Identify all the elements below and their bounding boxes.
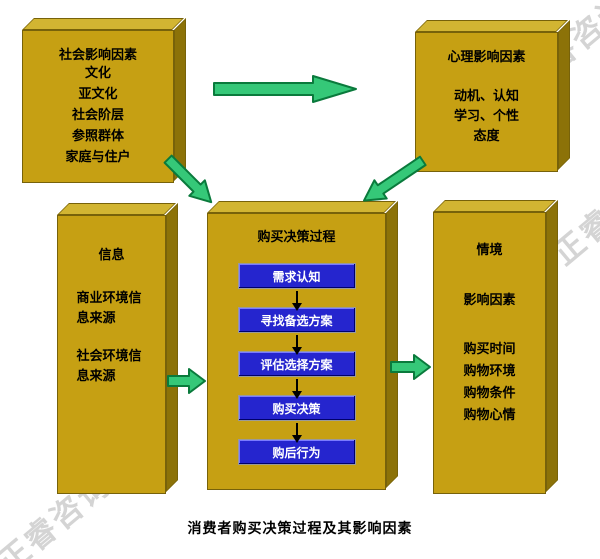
process-step-purchase-decision: 购买决策 <box>237 395 356 421</box>
information-item: 社会环境信息来源 <box>76 349 142 384</box>
arrow-psych-to-process-icon <box>362 155 427 202</box>
process-step-evaluate-alternatives: 评估选择方案 <box>237 351 356 377</box>
situation-item: 购买时间 <box>463 342 516 357</box>
process-step-postpurchase-behavior: 购后行为 <box>237 439 356 465</box>
down-arrow-icon <box>291 379 302 399</box>
down-arrow-icon <box>291 335 302 355</box>
psychological-factor-item: 学习、个性 <box>453 109 519 124</box>
situation-title: 情境 <box>476 243 503 258</box>
information-title: 信息 <box>98 248 125 263</box>
arrow-social-to-psych-icon <box>213 75 357 103</box>
situation-subtitle: 影响因素 <box>463 293 516 308</box>
arrow-process-to-situation-icon <box>390 354 431 380</box>
psychological-factor-item: 动机、认知 <box>453 89 519 104</box>
social-factor-item: 社会阶层 <box>71 108 124 123</box>
down-arrow-icon <box>291 291 302 311</box>
situation-item: 购物心情 <box>463 408 516 423</box>
social-factor-item: 文化 <box>84 66 111 81</box>
psychological-factor-item: 态度 <box>473 129 500 144</box>
down-arrow-icon <box>291 423 302 443</box>
information-item: 商业环境信息来源 <box>76 291 142 326</box>
diagram-caption: 消费者购买决策过程及其影响因素 <box>187 521 413 537</box>
decision-process-box: 购买决策过程 需求认知 寻找备选方案 评估选择方案 购买决策 购后行为 <box>207 213 386 490</box>
situation-box: 情境 影响因素 购买时间 购物环境 购物条件 购物心情 <box>433 212 546 494</box>
psychological-factors-title: 心理影响因素 <box>447 50 526 65</box>
process-step-need-recognition: 需求认知 <box>237 263 356 289</box>
social-factor-item: 参照群体 <box>71 129 124 144</box>
social-factors-title: 社会影响因素 <box>58 48 137 63</box>
social-factor-item: 家庭与住户 <box>65 150 131 165</box>
arrow-info-to-process-icon <box>167 368 206 394</box>
social-factors-box: 社会影响因素 文化 亚文化 社会阶层 参照群体 家庭与住户 <box>22 30 174 183</box>
arrow-social-to-process-icon <box>163 154 213 204</box>
decision-process-title: 购买决策过程 <box>257 230 336 245</box>
social-factor-item: 亚文化 <box>78 87 118 102</box>
situation-item: 购物条件 <box>463 386 516 401</box>
situation-item: 购物环境 <box>463 364 516 379</box>
information-box: 信息 商业环境信息来源 社会环境信息来源 <box>57 215 166 494</box>
process-step-search-alternatives: 寻找备选方案 <box>237 307 356 333</box>
psychological-factors-box: 心理影响因素 动机、认知 学习、个性 态度 <box>415 32 558 172</box>
